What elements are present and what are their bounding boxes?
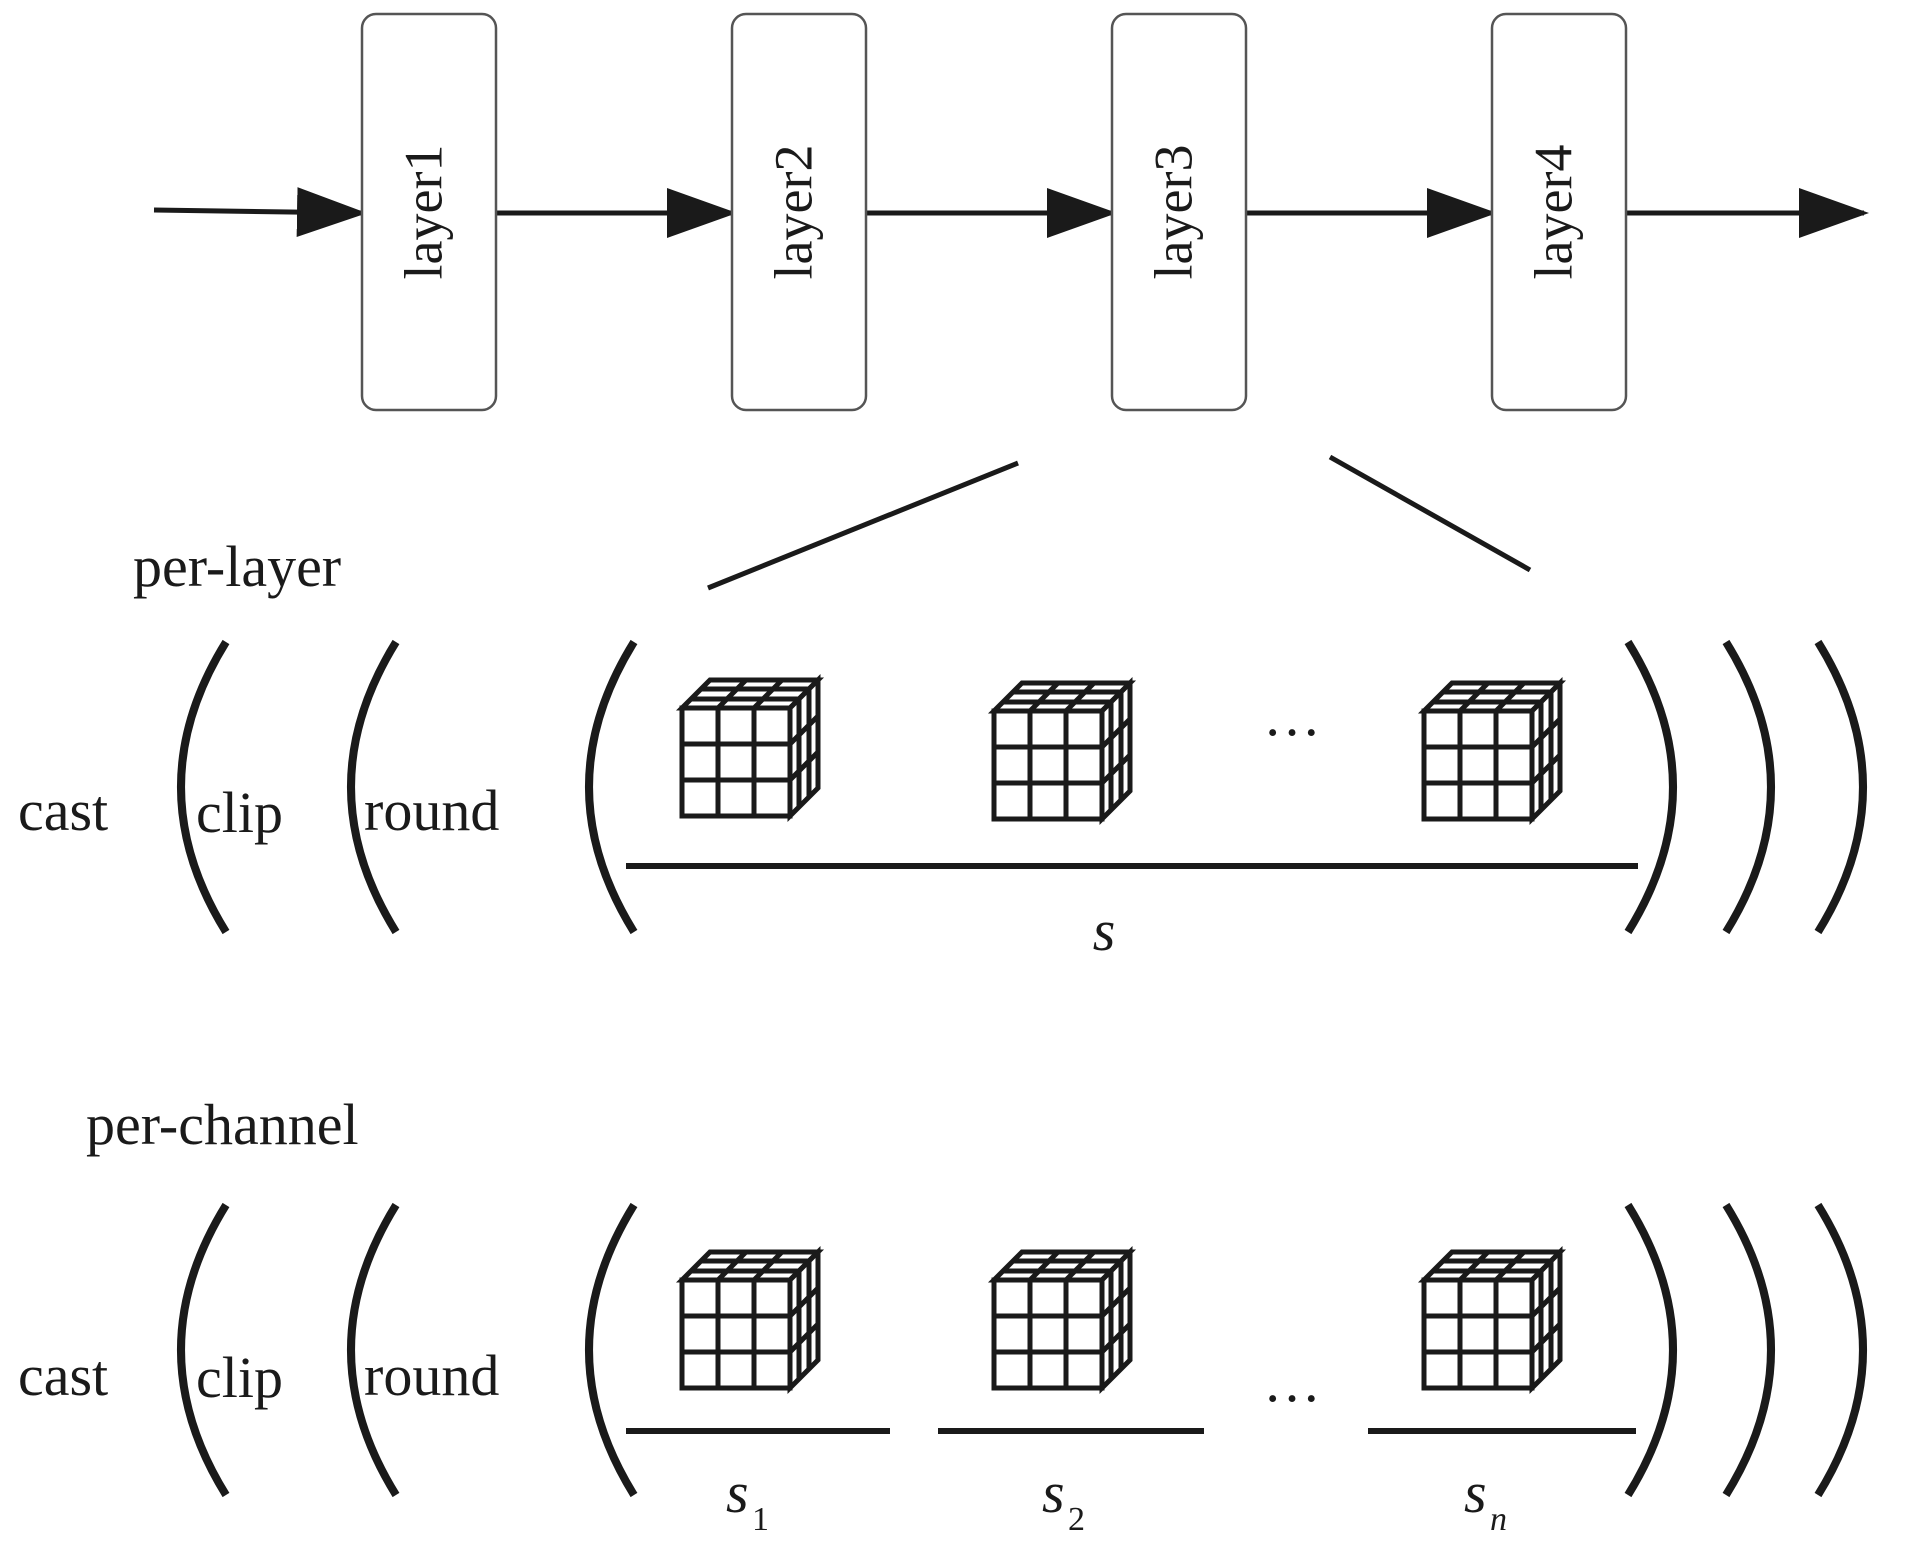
per-layer-cast-label: cast xyxy=(18,778,108,843)
layer1-box: layer1 xyxy=(360,12,498,412)
per-channel-tensor-cube-n xyxy=(1424,1252,1560,1388)
per-channel-tensor-cube-2 xyxy=(994,1252,1130,1388)
per-layer-tensor-cube-n xyxy=(1424,683,1560,819)
per-layer-round-open-paren xyxy=(589,642,634,932)
zoom-line-left xyxy=(707,460,1019,591)
per-layer-scale-s: s xyxy=(1093,898,1116,963)
layer3-label: layer3 xyxy=(1143,145,1203,280)
per-channel-scale-s1-subscript: 1 xyxy=(752,1501,769,1538)
per-channel-scale-sn-base: s xyxy=(1464,1460,1487,1525)
per-channel-scale-s2: s 2 xyxy=(1042,1460,1085,1538)
per-channel-clip-close-paren xyxy=(1726,1205,1771,1495)
per-layer-section: per-layer cast clip round ··· s xyxy=(18,534,1863,963)
per-channel-ellipsis: ··· xyxy=(1263,1366,1321,1431)
input-arrow xyxy=(153,187,367,238)
per-layer-round-label: round xyxy=(364,778,499,843)
per-channel-round-close-paren xyxy=(1628,1205,1673,1495)
per-channel-scale-s1-base: s xyxy=(726,1460,749,1525)
per-channel-scale-sn-subscript: n xyxy=(1490,1501,1507,1538)
layer-pipeline: layer1 layer2 layer3 layer4 xyxy=(153,12,1869,591)
layer3-box: layer3 xyxy=(1110,12,1248,412)
layer4-box: layer4 xyxy=(1490,12,1628,412)
per-layer-round-close-paren xyxy=(1628,642,1673,932)
per-channel-cast-close-paren xyxy=(1818,1205,1863,1495)
layer2-box: layer2 xyxy=(730,12,868,412)
per-channel-scale-sn: s n xyxy=(1464,1460,1507,1538)
per-layer-cast-close-paren xyxy=(1818,642,1863,932)
per-layer-ellipsis: ··· xyxy=(1263,700,1321,765)
per-channel-cast-label: cast xyxy=(18,1343,108,1408)
per-channel-scale-s1: s 1 xyxy=(726,1460,769,1538)
per-layer-clip-close-paren xyxy=(1726,642,1771,932)
layer2-label: layer2 xyxy=(763,145,823,280)
per-channel-scale-s2-base: s xyxy=(1042,1460,1065,1525)
zoom-line-right xyxy=(1328,454,1532,573)
per-channel-section: per-channel cast clip round s 1 s 2 ··· … xyxy=(18,1092,1863,1538)
layer1-label: layer1 xyxy=(393,145,453,280)
per-channel-clip-label: clip xyxy=(196,1345,283,1410)
layer4-label: layer4 xyxy=(1523,145,1583,280)
per-channel-tensor-cube-1 xyxy=(682,1252,818,1388)
per-channel-round-label: round xyxy=(364,1343,499,1408)
per-channel-title: per-channel xyxy=(86,1092,359,1157)
per-layer-clip-label: clip xyxy=(196,780,283,845)
per-layer-tensor-cube-1 xyxy=(682,680,818,816)
per-layer-title: per-layer xyxy=(133,534,341,599)
per-layer-tensor-cube-2 xyxy=(994,683,1130,819)
per-channel-scale-s2-subscript: 2 xyxy=(1068,1501,1085,1538)
per-channel-round-open-paren xyxy=(589,1205,634,1495)
